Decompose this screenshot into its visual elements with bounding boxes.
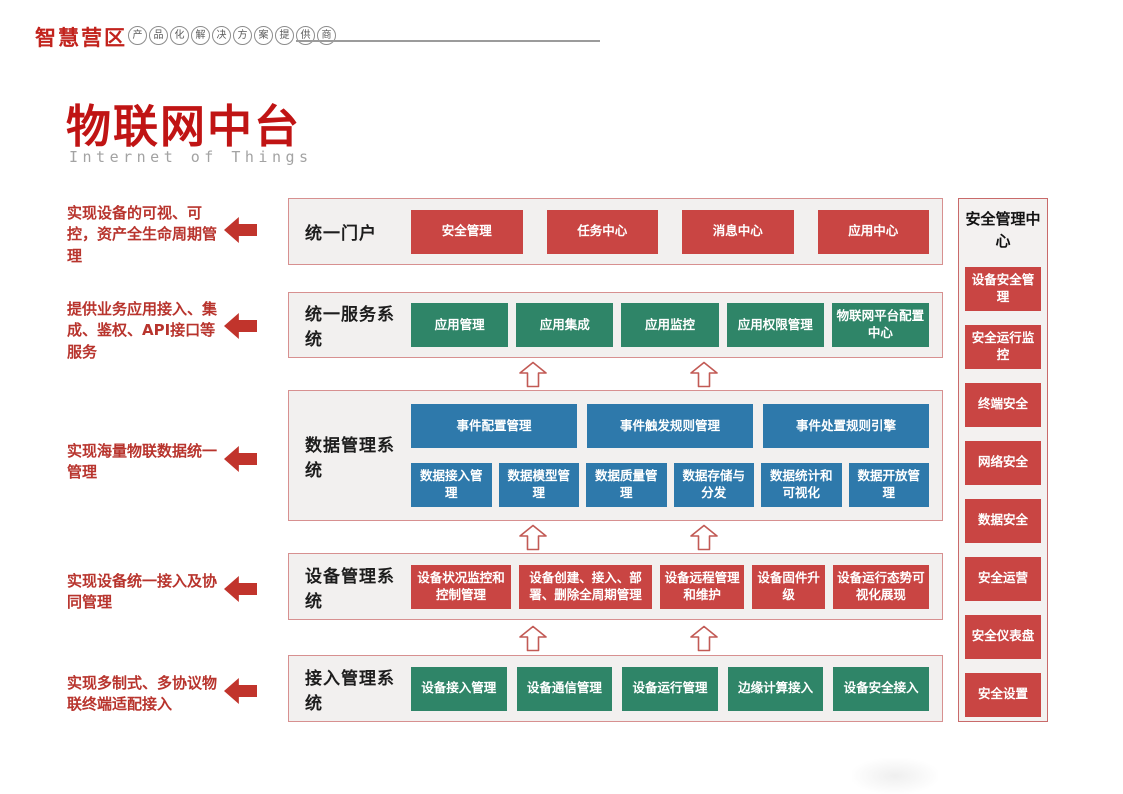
module-block: 数据统计和可视化 [761,463,842,507]
module-block: 应用中心 [817,209,929,254]
security-center-panel: 安全管理中心 设备安全管理安全运行监控终端安全网络安全数据安全安全运营安全仪表盘… [958,198,1048,722]
module-block: 设备安全接入 [833,666,929,711]
module-block: 设备创建、接入、部署、删除全周期管理 [519,564,652,609]
badge-char: 提 [275,26,294,45]
row-label: 统一服务系统 [305,305,395,350]
module-block: 数据接入管理 [411,463,492,507]
brand-logo: 智慧营区 [35,25,127,50]
row-data-management: 数据管理系统 事件配置管理事件触发规则管理事件处置规则引擎 数据接入管理数据模型… [288,390,943,521]
data-button-stack: 事件配置管理事件触发规则管理事件处置规则引擎 数据接入管理数据模型管理数据质量管… [411,404,929,507]
access-buttons: 设备接入管理设备通信管理设备运行管理边缘计算接入设备安全接入 [411,666,929,711]
module-block: 事件配置管理 [411,404,577,448]
module-block: 设备状况监控和控制管理 [411,564,512,609]
module-block: 消息中心 [682,209,794,254]
module-block: 应用集成 [516,303,614,347]
portal-buttons: 安全管理任务中心消息中心应用中心 [411,209,929,254]
security-module-block: 安全仪表盘 [965,614,1041,659]
module-block: 数据质量管理 [586,463,667,507]
row-label: 数据管理系统 [305,435,395,481]
module-block: 应用监控 [621,303,719,347]
row-access-management: 接入管理系统 设备接入管理设备通信管理设备运行管理边缘计算接入设备安全接入 [288,655,943,722]
security-module-block: 安全运行监控 [965,324,1041,369]
annotation-device-access: 实现设备统一接入及协同管理 [67,572,218,612]
module-block: 物联网平台配置中心 [831,303,930,347]
header-divider [296,40,600,42]
page-subtitle: Internet of Things [69,148,313,166]
brand-badge-row: 产品化解决方案提供商 [128,26,336,45]
module-block: 数据开放管理 [848,463,929,507]
annotation-data-management: 实现海量物联数据统一管理 [67,442,218,482]
row-label: 统一门户 [305,224,377,244]
module-block: 设备运行管理 [622,666,718,711]
module-block: 设备运行态势可视化展现 [832,564,929,609]
row-unified-portal: 统一门户 安全管理任务中心消息中心应用中心 [288,198,943,265]
module-block: 设备接入管理 [411,666,507,711]
badge-char: 商 [317,26,336,45]
up-arrow-icon [690,524,718,551]
module-block: 事件触发规则管理 [587,404,753,448]
module-block: 事件处置规则引擎 [763,404,929,448]
module-block: 边缘计算接入 [727,666,824,711]
badge-char: 品 [149,26,168,45]
up-arrow-icon [690,361,718,388]
row-label: 接入管理系统 [305,668,395,714]
annotation-service-access: 提供业务应用接入、集成、鉴权、API接口等服务 [67,300,218,361]
badge-char: 案 [254,26,273,45]
badge-char: 方 [233,26,252,45]
module-block: 应用管理 [411,303,509,347]
security-module-block: 终端安全 [965,382,1041,427]
module-block: 任务中心 [546,209,658,254]
security-buttons: 设备安全管理安全运行监控终端安全网络安全数据安全安全运营安全仪表盘安全设置 [965,266,1041,717]
up-arrow-icon [519,625,547,652]
up-arrow-icon [519,524,547,551]
security-center-title: 安全管理中心 [965,210,1041,250]
security-module-block: 安全运营 [965,556,1041,601]
badge-char: 供 [296,26,315,45]
security-module-block: 网络安全 [965,440,1041,485]
module-block: 数据存储与分发 [673,463,754,507]
device-buttons: 设备状况监控和控制管理设备创建、接入、部署、删除全周期管理设备远程管理和维护设备… [411,564,929,609]
up-arrow-icon [519,361,547,388]
module-block: 设备通信管理 [516,666,613,711]
module-block: 设备固件升级 [752,564,825,609]
security-module-block: 安全设置 [965,672,1041,717]
security-module-block: 数据安全 [965,498,1041,543]
module-block: 设备远程管理和维护 [659,564,745,609]
up-arrow-icon [690,625,718,652]
event-buttons: 事件配置管理事件触发规则管理事件处置规则引擎 [411,404,929,448]
data-buttons: 数据接入管理数据模型管理数据质量管理数据存储与分发数据统计和可视化数据开放管理 [411,463,929,507]
module-block: 应用权限管理 [726,303,824,347]
badge-char: 决 [212,26,231,45]
module-block: 数据模型管理 [498,463,579,507]
row-label: 设备管理系统 [305,566,395,612]
service-buttons: 应用管理应用集成应用监控应用权限管理物联网平台配置中心 [411,303,930,347]
badge-char: 化 [170,26,189,45]
security-module-block: 设备安全管理 [965,266,1041,311]
badge-char: 解 [191,26,210,45]
watermark [852,758,938,794]
row-device-management: 设备管理系统 设备状况监控和控制管理设备创建、接入、部署、删除全周期管理设备远程… [288,553,943,620]
annotation-terminal-adapt: 实现多制式、多协议物联终端适配接入 [67,674,218,714]
module-block: 安全管理 [411,209,523,254]
annotation-device-lifecycle: 实现设备的可视、可控，资产全生命周期管理 [67,204,218,265]
row-unified-service: 统一服务系统 应用管理应用集成应用监控应用权限管理物联网平台配置中心 [288,292,943,358]
page-title: 物联网中台 [66,100,302,153]
badge-char: 产 [128,26,147,45]
